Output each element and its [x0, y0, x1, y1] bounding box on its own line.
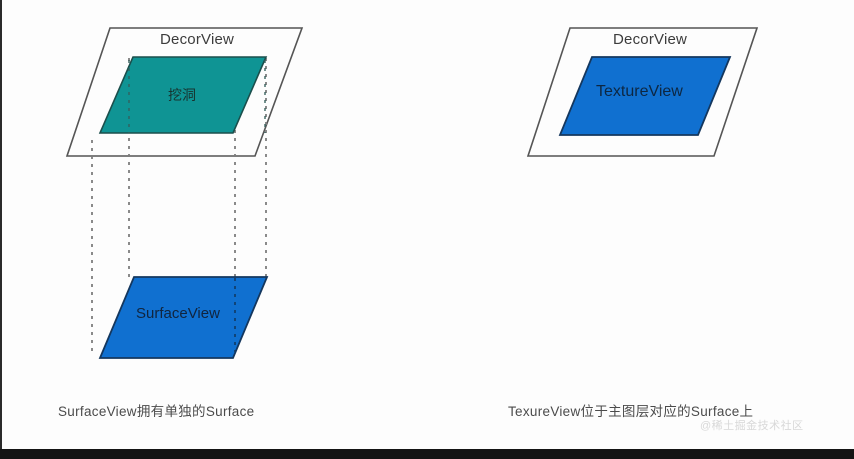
- left-decorview-outline: [65, 27, 304, 157]
- watermark-text: @稀土掘金技术社区: [700, 420, 804, 432]
- frame-left-edge: [0, 0, 2, 449]
- right-caption: TexureView位于主图层对应的Surface上: [508, 404, 754, 419]
- left-hole-plane: [98, 56, 268, 134]
- right-decorview-outline: [526, 27, 759, 157]
- left-caption: SurfaceView拥有单独的Surface: [58, 404, 255, 419]
- left-surfaceview-plane: [98, 276, 269, 359]
- frame-bottom-band: [0, 449, 854, 459]
- right-textureview-plane: [558, 56, 732, 136]
